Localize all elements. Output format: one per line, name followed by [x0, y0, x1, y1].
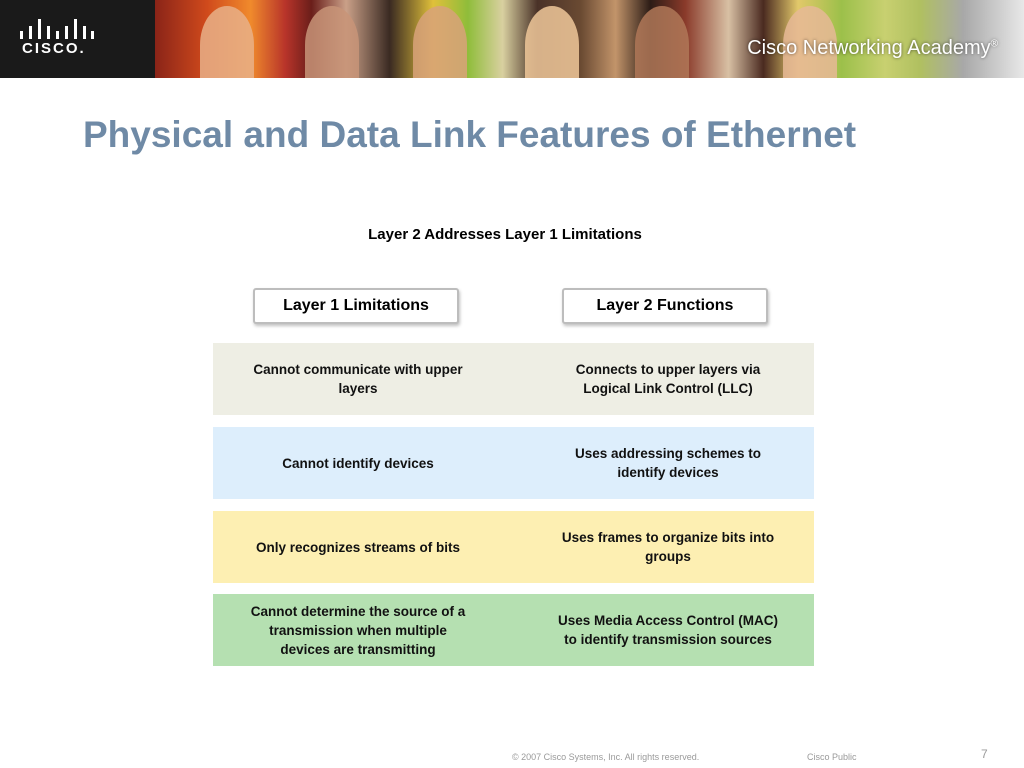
header-banner: CISCO. Cisco Networking Academy® [0, 0, 1024, 78]
layer1-limitation-cell: Cannot determine the source of a transmi… [250, 603, 466, 657]
registered-mark: ® [990, 38, 998, 50]
comparison-row: Cannot determine the source of a transmi… [213, 594, 814, 666]
layer1-limitation-cell: Only recognizes streams of bits [255, 539, 461, 555]
cisco-logo: CISCO. [0, 0, 155, 78]
footer-copyright: © 2007 Cisco Systems, Inc. All rights re… [512, 752, 700, 762]
comparison-row: Cannot communicate with upper layers Con… [213, 343, 814, 415]
networking-academy-label: Cisco Networking Academy® [747, 37, 998, 60]
banner-photo-collage [155, 0, 1024, 78]
diagram-heading: Layer 2 Addresses Layer 1 Limitations [368, 226, 642, 243]
academy-text: Cisco Networking Academy [747, 37, 991, 59]
layer2-function-cell: Connects to upper layers via Logical Lin… [575, 362, 761, 396]
cisco-logo-text: CISCO. [22, 40, 86, 57]
slide-title: Physical and Data Link Features of Ether… [83, 114, 857, 155]
comparison-row: Cannot identify devices Uses addressing … [213, 427, 814, 499]
layer1-limitation-cell: Cannot communicate with upper layers [253, 362, 463, 396]
layer1-limitations-header: Layer 1 Limitations [253, 288, 459, 324]
layer2-function-cell: Uses addressing schemes to identify devi… [574, 446, 762, 480]
layer2-function-cell: Uses frames to organize bits into groups [561, 530, 775, 564]
layer2-functions-header: Layer 2 Functions [562, 288, 768, 324]
layer1-limitation-cell: Cannot identify devices [282, 455, 434, 471]
footer-classification: Cisco Public [807, 752, 857, 762]
layer2-function-cell: Uses Media Access Control (MAC) to ident… [557, 613, 779, 647]
cisco-bridge-icon [20, 19, 94, 39]
page-number: 7 [981, 747, 988, 761]
comparison-row: Only recognizes streams of bits Uses fra… [213, 511, 814, 583]
